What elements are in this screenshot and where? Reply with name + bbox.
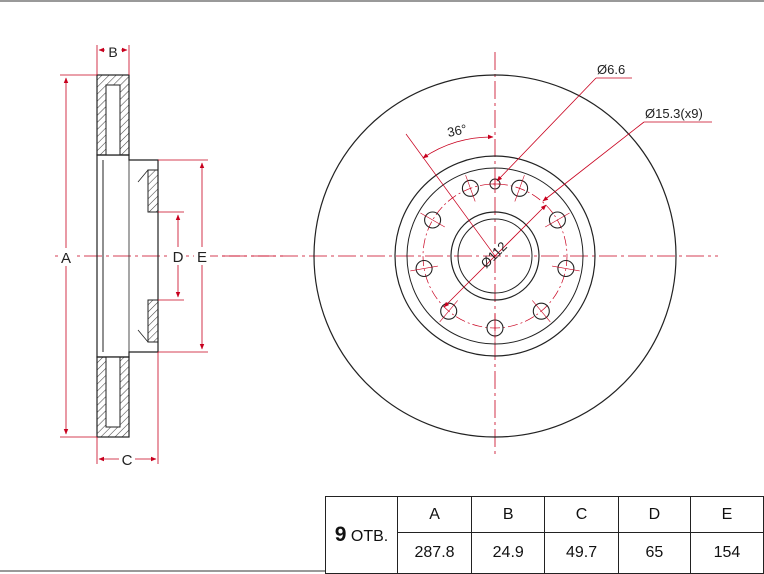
value-c: 49.7 xyxy=(544,532,619,574)
dimension-c: C xyxy=(96,352,159,469)
bolt-count-suffix: ОТВ. xyxy=(346,528,389,545)
hub-hat-section xyxy=(96,154,159,358)
angle-annotation: 36° xyxy=(405,121,496,257)
header-d: D xyxy=(617,496,691,533)
label-e: E xyxy=(197,249,207,266)
dimension-b: B xyxy=(96,43,130,75)
bolt-hole-callout: Ø15.3(x9) xyxy=(542,106,712,202)
value-e: 154 xyxy=(689,532,764,574)
pcd-label: Ø112 xyxy=(478,239,510,271)
front-view: 36° Ø6.6 Ø15.3(x9) Ø112 xyxy=(222,52,718,455)
hat-outer-edge xyxy=(394,155,596,357)
bolt-hole-label: Ø15.3(x9) xyxy=(645,106,703,121)
label-b: B xyxy=(108,44,117,60)
bolt-hole xyxy=(461,179,479,197)
dimension-a: A xyxy=(58,74,97,438)
bolt-hole xyxy=(511,179,529,197)
bolt-hole xyxy=(415,259,433,278)
bolt-hole-centerline xyxy=(545,212,570,228)
lower-friction-ring xyxy=(96,356,130,438)
angle-label: 36° xyxy=(446,121,468,140)
bolt-holes xyxy=(410,175,580,342)
label-d: D xyxy=(173,249,184,266)
dimension-e: E xyxy=(158,159,210,353)
dimension-d: D xyxy=(158,211,186,301)
disc-outer-edge xyxy=(313,74,677,438)
header-c: C xyxy=(544,496,619,533)
upper-friction-ring xyxy=(96,74,130,156)
bolt-hole-centerline xyxy=(465,175,476,202)
header-b: B xyxy=(471,496,546,533)
bolt-count: 9 xyxy=(334,523,347,546)
header-e: E xyxy=(689,496,764,533)
header-a: A xyxy=(396,496,473,533)
value-b: 24.9 xyxy=(471,532,546,574)
hole-diameter-label: Ø6.6 xyxy=(597,62,625,77)
value-d: 65 xyxy=(617,532,691,574)
bolt-hole xyxy=(548,211,566,229)
bolt-hole-centerline xyxy=(552,265,580,272)
side-view: A B C D xyxy=(55,43,285,469)
bolt-hole xyxy=(557,259,575,278)
hat-inner-edge xyxy=(406,167,584,345)
locating-hole-callout: Ø6.6 xyxy=(496,62,632,182)
value-a: 287.8 xyxy=(396,532,473,574)
bolt-hole-centerline xyxy=(420,212,445,228)
spec-table: 9 ОТВ. A B C D E 287.8 24.9 49.7 65 154 xyxy=(325,496,764,574)
label-a: A xyxy=(61,250,71,267)
bolt-hole xyxy=(424,211,442,229)
bolt-count-cell: 9 ОТВ. xyxy=(325,496,398,574)
bolt-hole-centerline xyxy=(514,175,525,202)
bolt-hole-centerline xyxy=(410,265,438,272)
label-c: C xyxy=(122,452,133,469)
